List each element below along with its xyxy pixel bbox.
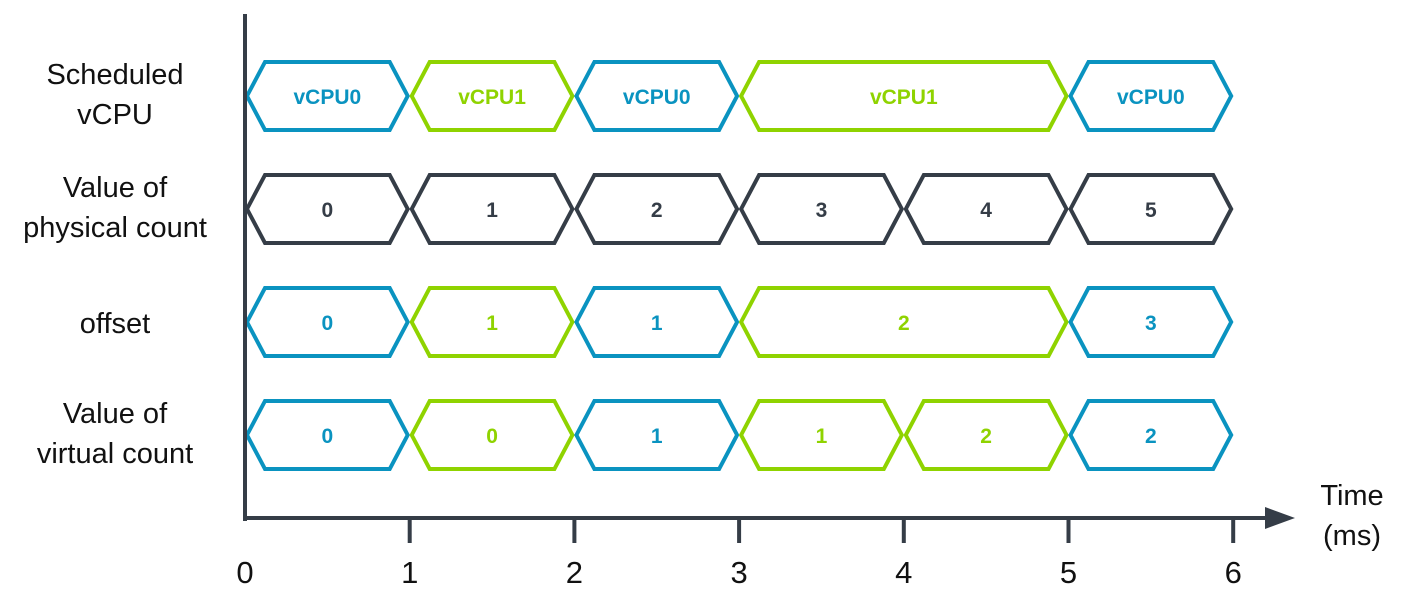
x-axis-tick-label: 6 — [1225, 555, 1242, 590]
timeline-segment: 3 — [738, 173, 905, 245]
segment-value: 1 — [651, 312, 663, 335]
segment-value: 5 — [1145, 199, 1157, 222]
timeline-segment: 1 — [409, 286, 575, 358]
x-axis-tick-label: 0 — [236, 555, 253, 590]
timeline-segment: 2 — [903, 399, 1069, 471]
timeline-segment: 2 — [1068, 399, 1234, 471]
segment-value: vCPU0 — [1117, 86, 1185, 109]
x-axis-arrowhead-icon — [1265, 507, 1295, 529]
timeline-segment: 0 — [244, 173, 410, 245]
timeline-segment: 1 — [574, 399, 740, 471]
segment-hexagon — [574, 173, 740, 245]
timeline-segment: vCPU0 — [244, 60, 410, 132]
segment-hexagon — [244, 399, 410, 471]
segment-hexagon — [1068, 173, 1234, 245]
timeline-segment: 4 — [903, 173, 1069, 245]
segment-value: 1 — [486, 199, 498, 222]
segment-hexagon — [409, 399, 575, 471]
segment-value: 2 — [651, 199, 663, 222]
row-label: Scheduled — [46, 59, 183, 91]
segment-value: 1 — [651, 425, 663, 448]
timeline-segment: 2 — [574, 173, 740, 245]
timeline-segment: 1 — [574, 286, 740, 358]
x-axis-title-line2: (ms) — [1323, 520, 1381, 552]
segment-hexagon — [574, 60, 740, 132]
segment-hexagon — [409, 60, 575, 132]
time-axis: 0 1 2 3 4 5 6 Time (ms) — [236, 14, 1384, 590]
segment-value: vCPU0 — [293, 86, 361, 109]
segment-value: 0 — [322, 425, 334, 448]
x-axis-tick-label: 5 — [1060, 555, 1077, 590]
segment-hexagon — [903, 399, 1069, 471]
segment-hexagon — [1068, 60, 1234, 132]
row-label: Value of — [63, 398, 168, 430]
timeline-segment: vCPU0 — [1068, 60, 1234, 132]
segment-hexagon — [244, 286, 410, 358]
segment-value: vCPU1 — [458, 86, 526, 109]
row-label: vCPU — [77, 99, 153, 131]
timeline-segment: 2 — [738, 286, 1069, 358]
row-label: Value of — [63, 172, 168, 204]
x-axis-tick-label: 1 — [401, 555, 418, 590]
segment-value: 0 — [322, 199, 334, 222]
segment-value: 2 — [980, 425, 992, 448]
timeline-segment: 3 — [1068, 286, 1234, 358]
segment-value: 4 — [980, 199, 992, 222]
segment-value: 2 — [1145, 425, 1157, 448]
segment-hexagon — [1068, 286, 1234, 358]
x-axis-title-line1: Time — [1320, 480, 1383, 512]
timeline-segment: vCPU1 — [738, 60, 1069, 132]
segment-value: 2 — [898, 312, 910, 335]
timeline-segment: 0 — [244, 399, 410, 471]
segment-hexagon — [409, 286, 575, 358]
segment-hexagon — [1068, 399, 1234, 471]
segment-value: 0 — [486, 425, 498, 448]
x-axis-ticks: 0 1 2 3 4 5 6 — [236, 520, 1242, 590]
timeline-segments: vCPU0 vCPU1 vCPU0 vCPU1 vCPU0 0 1 2 3 4 5 0 1 1 2 3 0 0 1 1… — [244, 60, 1234, 471]
segment-value: 3 — [816, 199, 828, 222]
segment-hexagon — [574, 399, 740, 471]
row-labels: Scheduled vCPU Value of physical count offse… — [23, 59, 207, 470]
segment-value: 1 — [486, 312, 498, 335]
segment-value: 1 — [816, 425, 828, 448]
segment-hexagon — [244, 173, 410, 245]
segment-hexagon — [244, 60, 410, 132]
segment-hexagon — [738, 399, 905, 471]
row-label: virtual count — [37, 438, 193, 470]
row-label: offset — [80, 308, 150, 340]
timeline-segment: 5 — [1068, 173, 1234, 245]
x-axis-tick-label: 2 — [566, 555, 583, 590]
timeline-segment: vCPU1 — [409, 60, 575, 132]
segment-hexagon — [738, 286, 1069, 358]
segment-hexagon — [903, 173, 1069, 245]
segment-hexagon — [738, 60, 1069, 132]
segment-hexagon — [409, 173, 575, 245]
segment-value: vCPU0 — [623, 86, 691, 109]
timeline-segment: 0 — [409, 399, 575, 471]
segment-hexagon — [574, 286, 740, 358]
row-label: physical count — [23, 212, 207, 244]
timeline-segment: 1 — [738, 399, 905, 471]
x-axis-tick-label: 3 — [730, 555, 747, 590]
segment-value: 3 — [1145, 312, 1157, 335]
segment-value: vCPU1 — [870, 86, 938, 109]
segment-hexagon — [738, 173, 905, 245]
segment-value: 0 — [322, 312, 334, 335]
timeline-segment: vCPU0 — [574, 60, 740, 132]
timeline-segment: 1 — [409, 173, 575, 245]
x-axis-tick-label: 4 — [895, 555, 912, 590]
timeline-segment: 0 — [244, 286, 410, 358]
